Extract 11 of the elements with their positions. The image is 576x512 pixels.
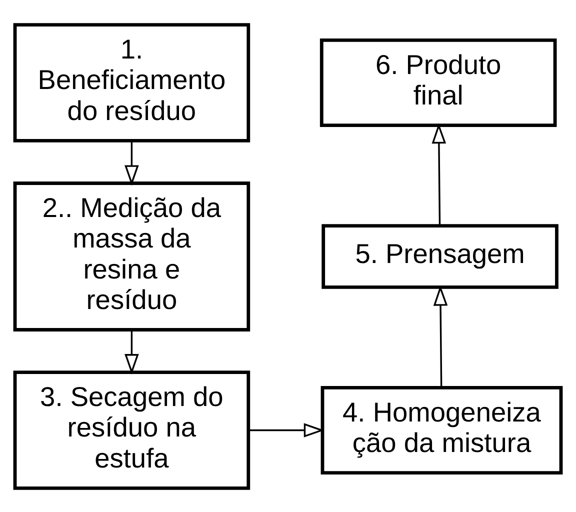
arrow: [432, 122, 446, 226]
node-box: 6. Produto final: [320, 38, 557, 127]
node-box: 3. Secagem do resíduo na estufa: [13, 370, 250, 490]
arrow: [248, 422, 324, 437]
node-box: 4. Homogeneiza ção da mistura: [320, 385, 563, 474]
node-box: 5. Prensagem: [322, 224, 558, 288]
node-box: 2.. Medição da massa da resina e resíduo: [13, 181, 250, 331]
arrow: [124, 140, 139, 186]
node-box: 1. Beneficiamento do resíduo: [13, 22, 250, 142]
arrow: [433, 284, 448, 387]
arrow: [124, 329, 139, 374]
